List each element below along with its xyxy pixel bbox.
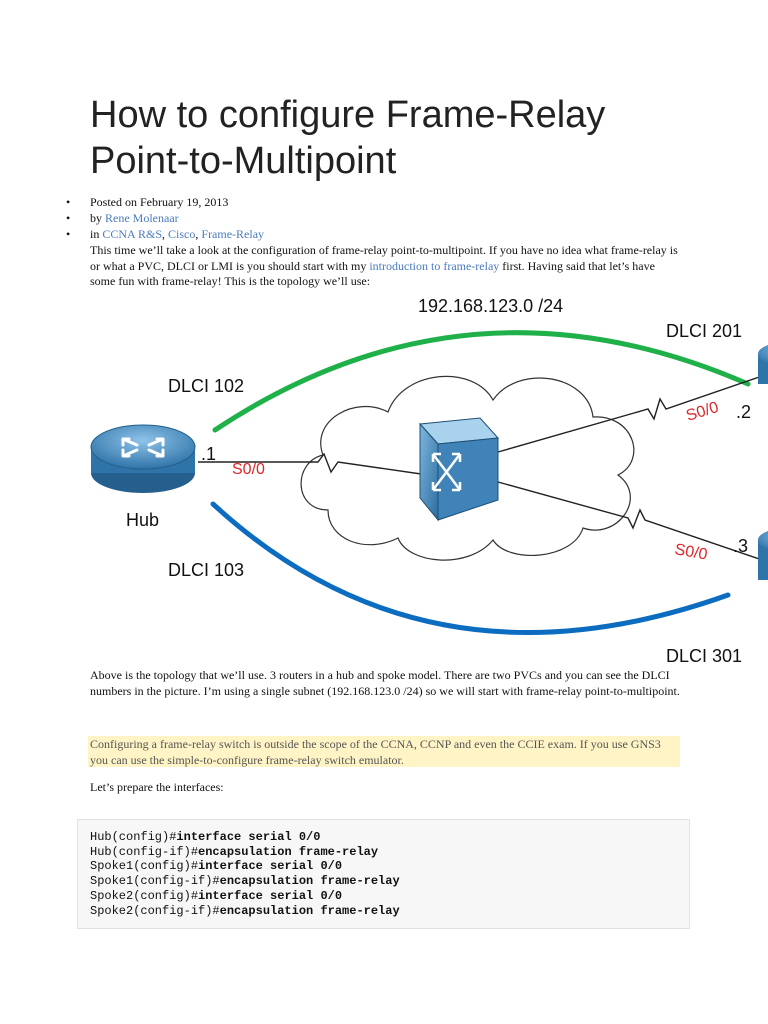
spoke2-router-icon bbox=[758, 531, 768, 580]
intro-paragraph: This time we’ll take a look at the confi… bbox=[90, 243, 680, 290]
code-line: Spoke2(config)#interface serial 0/0 bbox=[90, 889, 677, 904]
intro-frame-relay-link[interactable]: introduction to frame-relay bbox=[369, 258, 500, 273]
posted-date: Posted on February 19, 2013 bbox=[66, 194, 264, 210]
category-separator: , bbox=[162, 227, 169, 241]
title-line-1: How to configure Frame-Relay bbox=[90, 94, 606, 136]
code-command: encapsulation frame-relay bbox=[219, 874, 400, 889]
topology-description: Above is the topology that we’ll use. 3 … bbox=[90, 668, 680, 698]
code-prompt: Hub(config-if)# bbox=[90, 844, 199, 859]
post-author: by Rene Molenaar bbox=[66, 210, 264, 226]
code-command: interface serial 0/0 bbox=[176, 830, 321, 844]
author-link[interactable]: Rene Molenaar bbox=[105, 211, 179, 225]
hub-serial-link bbox=[198, 452, 429, 476]
code-command: encapsulation frame-relay bbox=[198, 844, 379, 859]
code-command: encapsulation frame-relay bbox=[219, 903, 400, 918]
spoke1-router-icon bbox=[758, 345, 768, 384]
dlci-103-label: DLCI 103 bbox=[168, 560, 244, 580]
spoke2-ip-label: .3 bbox=[733, 536, 748, 556]
title-line-2: Point-to-Multipoint bbox=[90, 140, 397, 182]
hub-ip-label: .1 bbox=[201, 444, 216, 464]
post-meta: Posted on February 19, 2013 by Rene Mole… bbox=[66, 194, 264, 242]
spoke1-serial-link bbox=[497, 373, 768, 453]
code-prompt: Hub(config)# bbox=[90, 830, 177, 844]
topology-diagram: 192.168.123.0 /24 DLCI 201 DLCI 102 DLCI… bbox=[90, 296, 768, 666]
hub-label: Hub bbox=[126, 510, 159, 530]
category-link-cisco[interactable]: Cisco bbox=[168, 227, 196, 241]
page-title: How to configure Frame-Relay Point-to-Mu… bbox=[90, 92, 730, 184]
hub-router-icon bbox=[90, 424, 196, 493]
intro-text-1: This time we’ll take a look at the confi… bbox=[90, 243, 678, 273]
post-categories: in CCNA R&S, Cisco, Frame-Relay bbox=[66, 226, 264, 242]
subnet-label: 192.168.123.0 /24 bbox=[418, 296, 563, 316]
code-prompt: Spoke2(config-if)# bbox=[90, 903, 220, 918]
posted-date-text: Posted on February 19, 2013 bbox=[90, 195, 229, 209]
code-block: Hub(config)#interface serial 0/0 Hub(con… bbox=[77, 819, 690, 929]
category-link-frame-relay[interactable]: Frame-Relay bbox=[201, 227, 265, 241]
spoke1-ip-label: .2 bbox=[736, 402, 751, 422]
code-prompt: Spoke2(config)# bbox=[90, 888, 199, 903]
code-prompt: Spoke1(config-if)# bbox=[90, 874, 220, 889]
code-prompt: Spoke1(config)# bbox=[90, 859, 199, 874]
spoke2-interface-label: S0/0 bbox=[673, 541, 708, 563]
code-command: interface serial 0/0 bbox=[198, 859, 343, 874]
prepare-interfaces-text: Let’s prepare the interfaces: bbox=[90, 780, 224, 794]
category-separator: , bbox=[195, 227, 202, 241]
code-line: Hub(config-if)#encapsulation frame-relay bbox=[90, 845, 677, 860]
category-link-ccna[interactable]: CCNA R&S bbox=[102, 227, 163, 241]
code-line: Spoke1(config-if)#encapsulation frame-re… bbox=[90, 874, 677, 889]
spoke2-serial-link bbox=[497, 481, 768, 563]
in-prefix: in bbox=[90, 227, 103, 241]
dlci-102-label: DLCI 102 bbox=[168, 376, 244, 396]
code-line: Spoke2(config-if)#encapsulation frame-re… bbox=[90, 904, 677, 919]
note-callout: Configuring a frame-relay switch is outs… bbox=[88, 736, 680, 767]
code-line: Spoke1(config)#interface serial 0/0 bbox=[90, 859, 677, 874]
pvc-blue-arc bbox=[210, 501, 731, 636]
hub-interface-label: S0/0 bbox=[232, 461, 265, 478]
spoke1-interface-label: S0/0 bbox=[684, 399, 721, 425]
intro-text-2: first. Having said that let’s have some … bbox=[90, 258, 655, 289]
frame-relay-switch-icon bbox=[418, 417, 500, 522]
by-prefix: by bbox=[90, 211, 105, 225]
code-line: Hub(config)#interface serial 0/0 bbox=[90, 830, 677, 845]
dlci-201-label: DLCI 201 bbox=[666, 321, 742, 341]
dlci-301-label: DLCI 301 bbox=[666, 646, 742, 666]
pvc-green-arc bbox=[212, 330, 751, 433]
code-command: interface serial 0/0 bbox=[198, 888, 343, 903]
